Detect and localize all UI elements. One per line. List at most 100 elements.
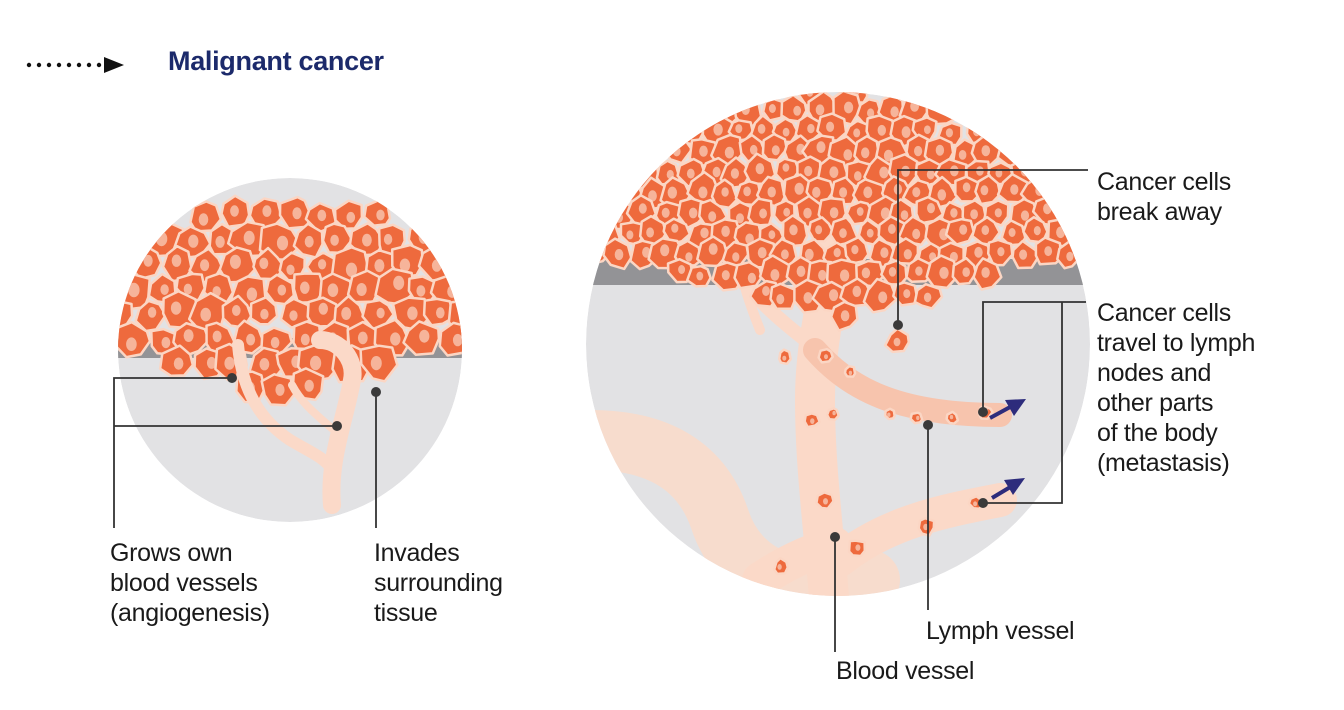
cell-nucleus [916,416,919,420]
left-tissue-panel [100,178,487,522]
cell-nucleus [844,102,853,114]
cell-nucleus [783,163,790,172]
cell-nucleus [843,149,852,160]
cell-nucleus [713,124,722,136]
cell-nucleus [834,248,841,257]
cell-nucleus [305,236,314,248]
cell-nucleus [1009,228,1016,237]
cell-nucleus [768,187,776,198]
cell-nucleus [358,332,368,345]
cell-nucleus [722,270,730,280]
cell-nucleus [262,205,271,217]
cell-nucleus [432,259,442,271]
cell-nucleus [639,203,647,213]
cell-nucleus [805,249,814,260]
cell-nucleus [890,106,898,117]
cell-nucleus [756,163,765,174]
cell-nucleus [640,168,649,180]
cell-nucleus [924,125,931,134]
cell-nucleus [879,167,888,179]
cell-nucleus [200,259,209,271]
cell-nucleus [887,413,890,417]
cell-nucleus [678,265,685,274]
cell-nucleus [940,103,949,115]
cell-nucleus [292,207,301,219]
cell-nucleus [646,227,654,237]
cell-nucleus [912,187,920,197]
cell-nucleus [318,259,326,269]
cell-nucleus [126,337,137,351]
cell-nucleus [810,418,814,424]
cell-nucleus [594,248,601,257]
label-metastasis: Cancer cells travel to lymph nodes and o… [1097,298,1255,478]
cancer-cell [641,139,668,166]
cell-nucleus [213,331,222,343]
cell-nucleus [286,265,294,275]
cell-nucleus [915,266,922,275]
cell-nucleus [863,187,872,199]
cell-nucleus [626,230,633,239]
cell-nucleus [742,105,750,115]
cell-nucleus [725,147,734,159]
cell-nucleus [832,411,835,415]
cell-nucleus [950,415,953,419]
cell-nucleus [735,124,742,133]
cell-nucleus [447,285,457,298]
cell-nucleus [758,247,767,258]
cell-nucleus [699,146,708,157]
cell-nucleus [888,224,896,234]
cell-nucleus [818,270,826,281]
cell-nucleus [160,284,168,295]
cell-nucleus [772,145,780,155]
cell-nucleus [981,267,989,278]
cell-nucleus [615,249,624,260]
cell-nucleus [174,358,184,370]
cell-nucleus [144,255,153,267]
cell-nucleus [804,292,813,303]
cell-nucleus [974,247,982,258]
cell-nucleus [950,208,957,218]
cell-nucleus [615,213,623,223]
cell-nucleus [912,229,920,239]
cell-nucleus [855,544,860,550]
label-angiogenesis: Grows own blood vessels (angiogenesis) [110,538,270,628]
cell-nucleus [938,189,947,200]
cell-nucleus [762,286,770,296]
cell-nucleus [436,307,445,318]
cell-nucleus [709,243,718,255]
cell-nucleus [289,310,297,320]
cell-nucleus [199,213,209,225]
label-blood-vessel: Blood vessel [836,656,974,686]
cell-nucleus [840,270,849,282]
cell-nucleus [853,128,860,137]
cell-nucleus [1007,147,1016,158]
cell-nucleus [1034,226,1041,235]
cell-nucleus [685,128,693,138]
cell-nucleus [384,234,392,245]
cell-nucleus [184,329,194,342]
cell-nucleus [959,225,967,235]
cell-nucleus [1019,250,1027,260]
cell-nucleus [419,231,429,244]
cell-nucleus [1044,246,1052,256]
label-invades: Invades surrounding tissue [374,538,503,628]
cell-nucleus [259,258,268,269]
cell-nucleus [393,276,404,290]
cell-nucleus [776,294,784,304]
cell-nucleus [853,286,862,297]
cell-nucleus [330,235,339,246]
cell-nucleus [769,230,776,239]
cell-nucleus [936,145,944,156]
cell-nucleus [901,166,910,177]
cell-nucleus [156,232,167,247]
cell-nucleus [829,289,838,301]
cell-nucleus [982,225,990,235]
cell-nucleus [260,358,270,370]
cell-nucleus [824,354,828,359]
cell-nucleus [244,231,255,245]
cell-nucleus [817,141,826,153]
cell-nucleus [803,208,811,219]
cell-nucleus [781,249,789,259]
cell-nucleus [685,252,692,261]
cell-nucleus [816,104,825,115]
